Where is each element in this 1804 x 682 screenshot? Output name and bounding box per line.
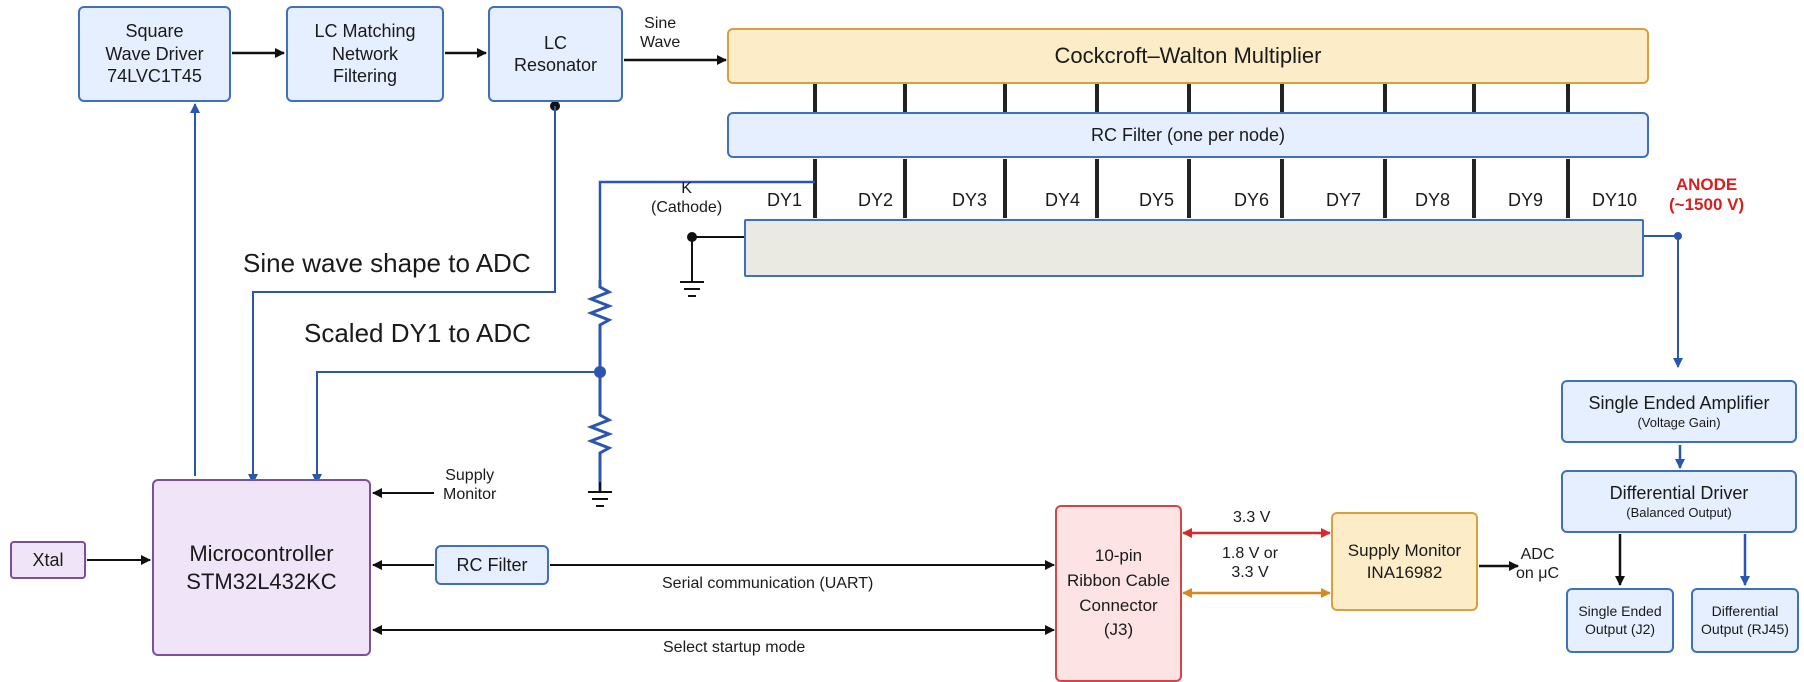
ribbon-line-2: Ribbon Cable xyxy=(1066,570,1170,590)
differential-output-block: Differential Output (RJ45) xyxy=(1691,588,1799,653)
dynode-label-8: DY8 xyxy=(1415,190,1451,210)
dynode-label-4: DY4 xyxy=(1045,190,1081,210)
anode-label: ANODE (~1500 V) xyxy=(1669,175,1744,216)
differential-driver-block: Differential Driver (Balanced Output) xyxy=(1561,470,1797,533)
cw-rc-connectors xyxy=(813,84,1570,112)
diff-out-line-1: Differential xyxy=(1711,603,1779,619)
adc-uc-line-2: on μC xyxy=(1516,565,1560,583)
dynode-label-5: DY5 xyxy=(1139,190,1175,210)
diff-drv-sub: (Balanced Output) xyxy=(1626,504,1732,520)
dynode-label-3: DY3 xyxy=(952,190,988,210)
square-line-1: Square xyxy=(125,21,184,42)
supply-line-1: Supply Monitor xyxy=(1347,541,1462,561)
v18-line-2: 3.3 V xyxy=(1231,564,1269,582)
dynode-label-10: DY10 xyxy=(1592,190,1638,210)
square-line-2: Wave Driver xyxy=(105,43,204,64)
ribbon-connector-block: 10-pin Ribbon Cable Connector (J3) xyxy=(1055,505,1182,682)
square-line-3: 74LVC1T45 xyxy=(107,66,202,87)
xtal-label: Xtal xyxy=(32,549,64,570)
ribbon-line-1: 10-pin xyxy=(1094,546,1143,566)
se-out-line-1: Single Ended xyxy=(1578,603,1662,619)
sine-wave-line-1: Sine xyxy=(644,15,677,32)
rc-filter-block: RC Filter xyxy=(435,545,549,585)
ribbon-line-4: (J3) xyxy=(1103,620,1134,640)
arrow-sine-shape-adc xyxy=(248,106,556,484)
match-line-2: Network xyxy=(331,43,398,64)
uart-label: Serial communication (UART) xyxy=(662,575,874,592)
lc-resonator-block: LC Resonator xyxy=(488,6,623,102)
dynode-label-2: DY2 xyxy=(858,190,894,210)
v18-label: 1.8 V or 3.3 V xyxy=(1222,544,1278,582)
supply-monitor-line-2: Monitor xyxy=(443,486,497,504)
square-wave-driver-block: Square Wave Driver 74LVC1T45 xyxy=(78,6,231,102)
supply-monitor-label: Supply Monitor xyxy=(443,466,496,504)
ribbon-line-3: Connector xyxy=(1079,595,1158,615)
startup-label: Select startup mode xyxy=(663,639,806,656)
resistor-upper xyxy=(586,280,614,372)
dynode-label-6: DY6 xyxy=(1234,190,1270,210)
match-line-1: LC Matching xyxy=(314,21,416,42)
resistor-lower xyxy=(586,372,614,492)
se-out-line-2: Output (J2) xyxy=(1584,620,1656,637)
cockcroft-walton-block: Cockcroft–Walton Multiplier xyxy=(727,28,1649,84)
diff-out-line-2: Output (RJ45) xyxy=(1701,620,1789,637)
cathode-line-2: (Cathode) xyxy=(651,199,723,217)
lc-matching-block: LC Matching Network Filtering xyxy=(286,6,444,102)
rc-filter-label: RC Filter xyxy=(456,554,528,575)
dynode-label-7: DY7 xyxy=(1326,190,1362,210)
rc-filter-node-block: RC Filter (one per node) xyxy=(727,112,1649,158)
scaled-dy1-label: Scaled DY1 to ADC xyxy=(304,318,531,348)
v33-label: 3.3 V xyxy=(1233,509,1271,526)
v18-line-1: 1.8 V or xyxy=(1222,545,1279,562)
adc-uc-label: ADC on μC xyxy=(1516,545,1559,583)
se-amp-title: Single Ended Amplifier xyxy=(1588,393,1770,414)
resonator-line-2: Resonator xyxy=(513,55,598,75)
anode-line-2: (~1500 V) xyxy=(1669,195,1745,215)
mcu-line-2: STM32L432KC xyxy=(186,568,337,594)
sine-wave-line-2: Wave xyxy=(640,34,681,52)
sine-wave-label: Sine Wave xyxy=(640,14,680,52)
ground-symbol-cathode xyxy=(680,281,704,297)
adc-uc-line-1: ADC xyxy=(1520,546,1555,563)
rc-dynode-connectors xyxy=(813,159,1570,218)
xtal-block: Xtal xyxy=(10,541,86,579)
single-ended-amp-block: Single Ended Amplifier (Voltage Gain) xyxy=(1561,380,1797,443)
microcontroller-block: Microcontroller STM32L432KC xyxy=(152,479,371,656)
resonator-line-1: LC xyxy=(543,32,567,53)
ground-symbol-divider xyxy=(588,482,612,507)
cathode-label: K (Cathode) xyxy=(651,179,722,217)
rc-node-label: RC Filter (one per node) xyxy=(1090,124,1286,145)
cathode-line-1: K xyxy=(681,180,692,197)
arrow-scaled-dy1-adc xyxy=(312,371,600,484)
match-line-3: Filtering xyxy=(332,66,398,87)
dynode-label-1: DY1 xyxy=(767,190,803,210)
pmt-dynode-chain xyxy=(744,219,1644,277)
se-amp-sub: (Voltage Gain) xyxy=(1637,414,1721,430)
sine-adc-label: Sine wave shape to ADC xyxy=(243,248,531,278)
mcu-line-1: Microcontroller xyxy=(189,541,334,566)
dynode-label-9: DY9 xyxy=(1508,190,1544,210)
supply-monitor-block: Supply Monitor INA16982 xyxy=(1331,512,1478,611)
anode-line-1: ANODE xyxy=(1675,175,1738,194)
cw-label: Cockcroft–Walton Multiplier xyxy=(1054,43,1322,69)
diff-drv-title: Differential Driver xyxy=(1609,483,1749,504)
dy1-sense-wire xyxy=(598,180,815,280)
single-ended-output-block: Single Ended Output (J2) xyxy=(1566,588,1674,653)
supply-line-2: INA16982 xyxy=(1366,562,1443,582)
supply-monitor-line-1: Supply xyxy=(445,467,495,484)
